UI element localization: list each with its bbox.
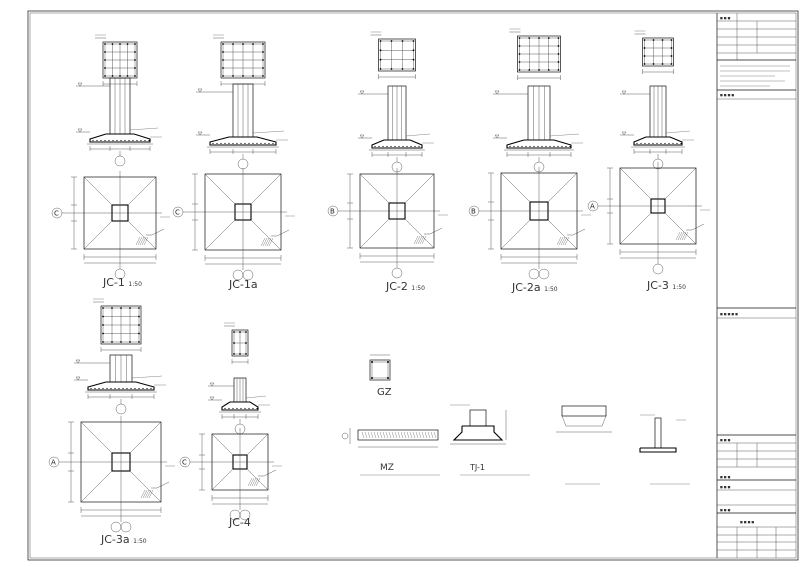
svg-text:■ ■ ■ ■: ■ ■ ■ ■ [740, 520, 754, 524]
detail-name: MZ [380, 463, 394, 473]
detail-name: JC-2 [386, 280, 408, 293]
svg-text:B: B [330, 208, 335, 216]
foundation-details: C C B B A A C [48, 28, 710, 533]
detail-name: JC-1 [103, 276, 125, 289]
detail-title-jc1a: JC-1a [229, 278, 258, 291]
elevation-section-jc4 [208, 377, 270, 435]
elevation-section-3 [493, 85, 583, 173]
rebar-cage-1 [213, 34, 266, 86]
plan-view-2: B [327, 168, 448, 279]
svg-text:C: C [54, 210, 59, 218]
svg-text:A: A [51, 459, 56, 467]
plan-view-4: A [587, 162, 710, 275]
detail-scale: 1:50 [411, 285, 425, 292]
svg-text:■ ■ ■: ■ ■ ■ [720, 508, 731, 512]
detail-name: JC-2a [512, 281, 541, 294]
mz-detail [341, 428, 440, 476]
svg-text:■ ■ ■ ■ ■: ■ ■ ■ ■ ■ [720, 312, 738, 316]
svg-text:■ ■ ■: ■ ■ ■ [720, 485, 731, 489]
svg-text:■ ■ ■: ■ ■ ■ [720, 16, 731, 20]
detail-name: JC-4 [229, 516, 251, 529]
svg-text:C: C [182, 459, 187, 467]
rebar-cage-jc4 [224, 322, 249, 364]
detail-name: JC-1a [229, 278, 258, 291]
svg-text:■ ■ ■: ■ ■ ■ [720, 438, 731, 442]
svg-text:B: B [471, 208, 476, 216]
tj1-detail [450, 404, 530, 476]
sheet-border [27, 10, 799, 561]
plan-view-jc4: C [179, 428, 282, 521]
svg-text:■ ■ ■: ■ ■ ■ [720, 475, 731, 479]
detail-scale: 1:50 [672, 284, 686, 291]
detail-name: JC-3 [647, 279, 669, 292]
detail-title-jc3: JC-3 1:50 [647, 279, 686, 292]
elevation-section-2 [358, 85, 434, 173]
svg-text:■ ■ ■ ■: ■ ■ ■ ■ [720, 93, 734, 97]
plan-view-0: C [51, 171, 170, 280]
sheet-inner-border [29, 12, 797, 559]
detail-title-mz: MZ [380, 463, 394, 473]
detail-scale: 1:50 [133, 538, 147, 545]
elevation-section-1 [196, 83, 288, 170]
step-detail [556, 405, 612, 485]
detail-title-jc2a: JC-2a 1:50 [512, 281, 558, 294]
plan-view-jc3a: A [48, 416, 175, 533]
detail-scale: 1:50 [544, 286, 558, 293]
rebar-cage-jc3a [93, 298, 142, 352]
detail-name: GZ [377, 387, 392, 398]
detail-name: JC-3a [101, 533, 130, 546]
elevation-section-jc3a [74, 354, 166, 415]
svg-text:A: A [590, 203, 595, 211]
elevation-section-0 [76, 77, 162, 167]
plan-view-3: B [468, 167, 591, 280]
svg-text:C: C [175, 209, 180, 217]
elevation-section-4 [620, 85, 694, 170]
detail-title-jc2: JC-2 1:50 [386, 280, 425, 293]
detail-title-jc4: JC-4 [229, 516, 251, 529]
detail-title-tj1: TJ-1 [470, 463, 485, 472]
parapet-detail [639, 414, 690, 485]
detail-title-gz: GZ [377, 387, 392, 398]
detail-name: TJ-1 [470, 463, 485, 472]
rebar-cage-3 [509, 28, 561, 80]
gz-section [369, 354, 391, 381]
rebar-cage-4 [634, 30, 674, 74]
rebar-cage-2 [370, 31, 416, 79]
title-block: ■ ■ ■ ■ ■ ■ ■ ■ ■ ■ ■ ■ ■ ■ ■ ■ ■ ■ ■ ■ … [716, 13, 796, 558]
plan-view-1: C [172, 168, 295, 281]
detail-title-jc1: JC-1 1:50 [103, 276, 142, 289]
detail-title-jc3a: JC-3a 1:50 [101, 533, 147, 546]
detail-scale: 1:50 [128, 281, 142, 288]
